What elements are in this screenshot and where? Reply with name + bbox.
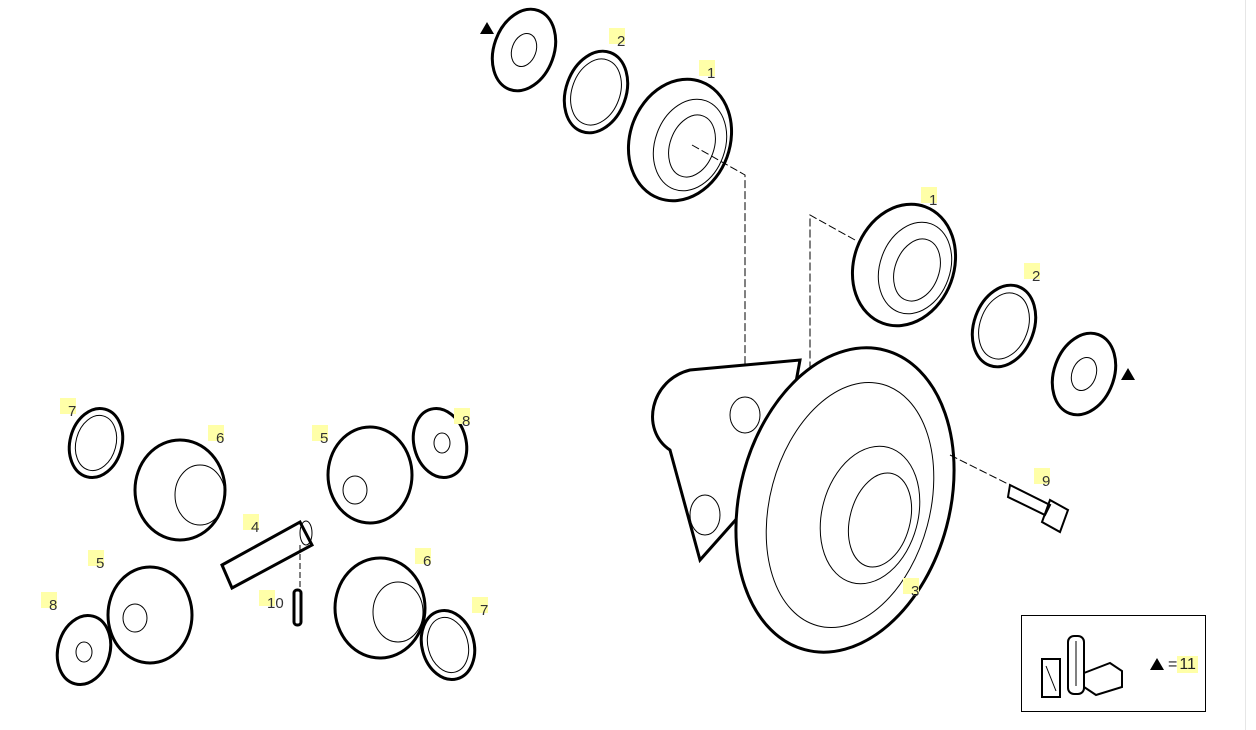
bolt (1006, 483, 1070, 534)
kit-legend: =11 (1021, 615, 1206, 712)
callout-7[interactable]: 7 (472, 597, 488, 621)
callout-6[interactable]: 6 (415, 548, 431, 572)
callout-2[interactable]: 2 (1024, 263, 1040, 287)
differential-housing (651, 346, 956, 654)
bearing-top (626, 77, 734, 203)
shim-top (490, 7, 558, 93)
callout-7[interactable]: 7 (60, 398, 76, 422)
callout-10[interactable]: 10 (259, 590, 284, 614)
washer-right (970, 283, 1038, 369)
washer-top (562, 49, 630, 135)
callout-8[interactable]: 8 (454, 408, 470, 432)
divider (1245, 0, 1246, 730)
shim-right (1050, 331, 1118, 417)
callout-1[interactable]: 1 (699, 60, 715, 84)
callout-5[interactable]: 5 (312, 425, 328, 449)
callout-2[interactable]: 2 (609, 28, 625, 52)
callout-6[interactable]: 6 (208, 425, 224, 449)
kit-marker-triangle (1150, 658, 1164, 670)
kit-marker-triangle (480, 22, 494, 34)
kit-number: 11 (1177, 656, 1198, 673)
callout-1[interactable]: 1 (921, 187, 937, 211)
callout-8[interactable]: 8 (41, 592, 57, 616)
kit-marker-triangle (1121, 368, 1135, 380)
bearing-right (850, 202, 958, 328)
callout-9[interactable]: 9 (1034, 468, 1050, 492)
parts-kit-icon (1041, 635, 1123, 698)
gear-parts (55, 407, 477, 686)
callout-4[interactable]: 4 (243, 514, 259, 538)
callout-3[interactable]: 3 (903, 578, 919, 602)
callout-5[interactable]: 5 (88, 550, 104, 574)
